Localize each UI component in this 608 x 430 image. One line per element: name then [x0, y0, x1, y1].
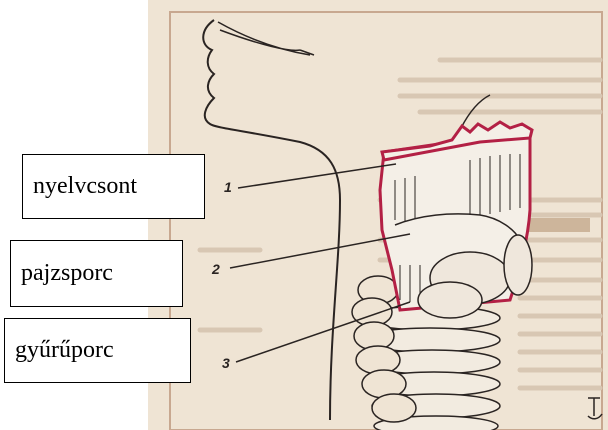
- label-nyelvcsont: nyelvcsont: [33, 173, 137, 200]
- label-gyuruporc: gyűrűporc: [15, 337, 114, 364]
- number-1: 1: [224, 179, 232, 195]
- number-2: 2: [211, 261, 220, 277]
- cricoid-cartilage: [418, 282, 482, 318]
- thyroid-gland-side: [504, 235, 532, 295]
- label-box-nyelvcsont: nyelvcsont: [22, 154, 205, 219]
- number-3: 3: [222, 355, 230, 371]
- label-box-pajzsporc: pajzsporc: [10, 240, 183, 307]
- label-pajzsporc: pajzsporc: [21, 260, 113, 287]
- label-box-gyuruporc: gyűrűporc: [4, 318, 191, 383]
